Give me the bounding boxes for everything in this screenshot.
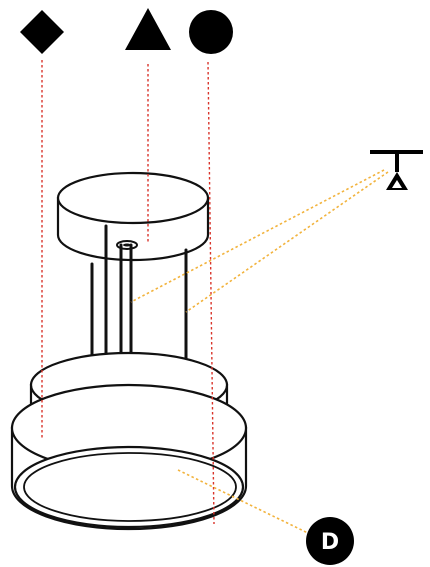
- leader-line-circle: [207, 61, 215, 525]
- badge-d-label: D: [321, 530, 339, 555]
- diamond-icon: [20, 10, 64, 54]
- badge-d-icon: D: [306, 517, 354, 565]
- leader-line-suspension-b: [185, 171, 389, 313]
- suspension-rods: [90, 224, 188, 372]
- lower-shade-ring: [10, 383, 248, 531]
- ceiling-canopy: [56, 171, 210, 262]
- circle-icon: [189, 10, 233, 54]
- ceiling-suspension-icon: [370, 150, 423, 190]
- triangle-icon: [125, 8, 171, 50]
